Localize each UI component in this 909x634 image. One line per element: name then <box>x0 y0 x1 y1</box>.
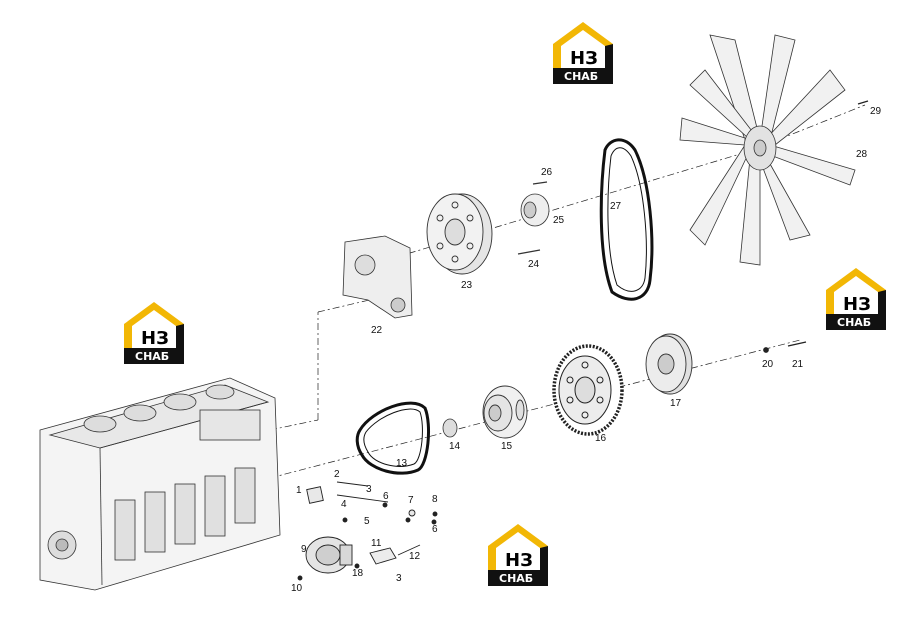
flywheel-part-16 <box>552 344 624 436</box>
callout-17: 17 <box>670 398 682 409</box>
callout-8: 8 <box>432 494 438 505</box>
logo-main-text: НЗ <box>570 48 598 69</box>
small-parts-cluster <box>297 481 438 581</box>
callout-13: 13 <box>396 458 408 469</box>
logo-sub-text: СНАБ <box>837 316 871 329</box>
belt-part-27 <box>599 138 654 301</box>
hub-part-15 <box>482 385 528 439</box>
logo-main-text: НЗ <box>141 328 169 349</box>
callout-26: 26 <box>541 167 553 178</box>
logo-watermark-right: НЗ СНАБ <box>826 268 886 330</box>
callout-3: 3 <box>366 484 372 495</box>
callout-22: 22 <box>371 325 383 336</box>
damper-part-17 <box>645 333 693 395</box>
logo-watermark-left: НЗ СНАБ <box>124 302 184 364</box>
bracket-part-11 <box>369 547 397 565</box>
callout-11: 11 <box>371 538 382 549</box>
callout-4: 4 <box>341 499 347 510</box>
callout-9: 9 <box>301 544 307 555</box>
callout-7: 7 <box>408 495 414 506</box>
part-callouts: 1 2 3 4 5 6 7 8 6 9 10 11 12 18 3 13 14 … <box>291 106 882 594</box>
logo-sub-text: СНАБ <box>135 350 169 363</box>
callout-21: 21 <box>792 359 804 370</box>
logo-main-text: НЗ <box>843 294 871 315</box>
callout-29: 29 <box>870 106 882 117</box>
callout-20: 20 <box>762 359 774 370</box>
callout-5: 5 <box>364 516 370 527</box>
callout-14: 14 <box>449 441 461 452</box>
callout-25: 25 <box>553 215 565 226</box>
callout-15: 15 <box>501 441 513 452</box>
logo-sub-text: СНАБ <box>564 70 598 83</box>
gear-part-14 <box>442 418 458 438</box>
engine-block <box>39 377 281 591</box>
bracket-part-22 <box>342 235 413 319</box>
callout-1: 1 <box>296 485 302 496</box>
logo-watermark-top: НЗ СНАБ <box>553 22 613 84</box>
logo-sub-text: СНАБ <box>499 572 533 585</box>
pulley-part-23 <box>426 193 493 275</box>
callout-2: 2 <box>334 469 340 480</box>
hub-part-25 <box>520 193 550 227</box>
callout-6: 6 <box>383 491 389 502</box>
callout-12: 12 <box>409 551 421 562</box>
callout-24: 24 <box>528 259 540 270</box>
alternator-part-9 <box>305 536 353 574</box>
callout-27: 27 <box>610 201 622 212</box>
callout-6b: 6 <box>432 524 438 535</box>
belt-part-13 <box>355 401 431 475</box>
callout-10: 10 <box>291 583 303 594</box>
callout-23: 23 <box>461 280 473 291</box>
callout-16: 16 <box>595 433 607 444</box>
fan-part-28 <box>679 34 856 266</box>
callout-3b: 3 <box>396 573 402 584</box>
bolts-24-26 <box>517 181 548 255</box>
logo-watermark-bottom: НЗ СНАБ <box>488 524 548 586</box>
logo-main-text: НЗ <box>505 550 533 571</box>
callout-28: 28 <box>856 149 868 160</box>
callout-18: 18 <box>352 568 364 579</box>
bolts-20-21-29 <box>763 100 869 353</box>
